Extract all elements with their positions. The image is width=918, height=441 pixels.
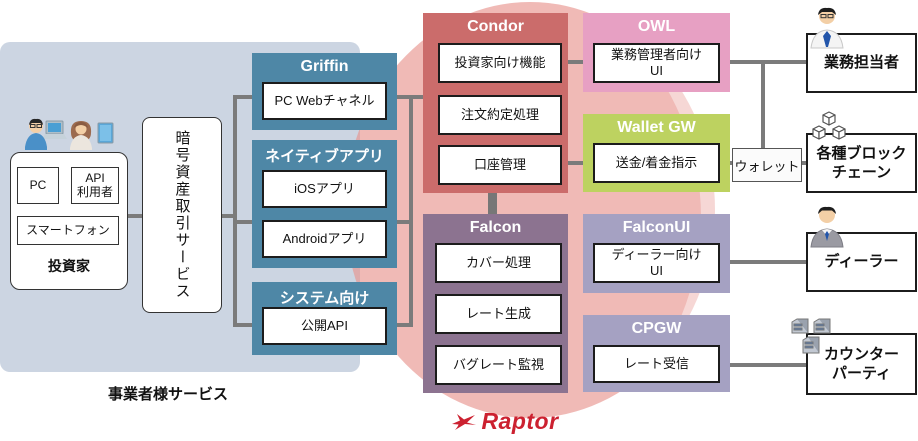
node-account-management: 口座管理 bbox=[438, 145, 562, 185]
node-ios-app: iOSアプリ bbox=[262, 170, 387, 208]
raptor-bird-icon bbox=[452, 413, 477, 430]
connector bbox=[718, 260, 808, 264]
node-android-app: Androidアプリ bbox=[262, 220, 387, 258]
investor-label: 投資家 bbox=[48, 258, 90, 274]
man-with-laptop-icon bbox=[25, 118, 114, 150]
businessman-icon bbox=[810, 7, 844, 49]
node-pc: PC bbox=[17, 167, 59, 204]
group-system: システム向け 公開API bbox=[252, 282, 397, 355]
connector bbox=[387, 95, 425, 99]
node-smartphone: スマートフォン bbox=[17, 216, 119, 245]
connector bbox=[235, 220, 252, 224]
group-falcon: Falcon カバー処理 レート生成 バグレート監視 bbox=[423, 214, 568, 393]
group-griffin: Griffin PC Webチャネル bbox=[252, 53, 397, 130]
wallet-box: ウォレット bbox=[732, 148, 802, 182]
server-buildings-icon bbox=[791, 318, 831, 354]
investor-box: PC API 利用者 スマートフォン 投資家 bbox=[10, 152, 128, 290]
external-dealer: ディーラー bbox=[806, 232, 917, 292]
group-cpgw: CPGW レート受信 bbox=[583, 315, 730, 392]
group-griffin-title: Griffin bbox=[300, 58, 349, 75]
node-investor-functions: 投資家向け機能 bbox=[438, 43, 562, 83]
connector bbox=[233, 95, 237, 327]
group-falcon-ui-title: FalconUI bbox=[622, 219, 691, 236]
connector bbox=[387, 220, 411, 224]
group-falcon-title: Falcon bbox=[469, 219, 522, 236]
connector-condor-falcon bbox=[488, 192, 497, 215]
group-owl: OWL 業務管理者向け UI bbox=[583, 13, 730, 92]
node-public-api: 公開API bbox=[262, 307, 387, 345]
node-rate-reception: レート受信 bbox=[593, 345, 720, 383]
group-owl-title: OWL bbox=[637, 18, 676, 35]
connector bbox=[718, 363, 808, 367]
group-wallet-gw-title: Wallet GW bbox=[617, 119, 696, 136]
connector bbox=[222, 214, 235, 218]
connector bbox=[235, 323, 252, 327]
external-operator: 業務担当者 bbox=[806, 33, 917, 93]
provider-caption: 事業者様サービス bbox=[108, 386, 229, 403]
external-counterparty: カウンター パーティ bbox=[806, 333, 917, 395]
group-system-title: システム向け bbox=[279, 290, 370, 307]
group-condor: Condor 投資家向け機能 注文約定処理 口座管理 bbox=[423, 13, 568, 193]
connector bbox=[128, 214, 142, 218]
group-cpgw-title: CPGW bbox=[631, 320, 682, 337]
connector bbox=[409, 95, 413, 327]
group-native-app-title: ネイティブアプリ bbox=[265, 148, 384, 165]
connector bbox=[387, 323, 411, 327]
group-condor-title: Condor bbox=[467, 18, 524, 35]
node-admin-ui: 業務管理者向け UI bbox=[593, 43, 720, 83]
group-native-app: ネイティブアプリ iOSアプリ Androidアプリ bbox=[252, 140, 397, 268]
group-wallet-gw: Wallet GW 送金/着金指示 bbox=[583, 114, 730, 192]
cubes-icon bbox=[812, 111, 846, 140]
node-pc-web-channel: PC Webチャネル bbox=[262, 82, 387, 120]
raptor-logo: Raptor bbox=[440, 408, 570, 435]
node-api-user: API 利用者 bbox=[71, 167, 119, 204]
connector bbox=[560, 161, 595, 165]
node-order-execution: 注文約定処理 bbox=[438, 95, 562, 135]
connector bbox=[761, 60, 765, 152]
node-cover-processing: カバー処理 bbox=[435, 243, 562, 283]
node-transfer-instruction: 送金/着金指示 bbox=[593, 143, 720, 183]
node-rate-generation: レート生成 bbox=[435, 294, 562, 334]
crypto-service-box: 暗号資産取引サービス bbox=[142, 117, 222, 313]
node-bug-rate-monitoring: バグレート監視 bbox=[435, 345, 562, 385]
node-dealer-ui: ディーラー向け UI bbox=[593, 243, 720, 283]
group-falcon-ui: FalconUI ディーラー向け UI bbox=[583, 214, 730, 293]
connector bbox=[560, 60, 595, 64]
connector bbox=[235, 95, 252, 99]
raptor-logo-text: Raptor bbox=[481, 408, 559, 434]
external-blockchain: 各種ブロック チェーン bbox=[806, 133, 917, 193]
suited-man-icon bbox=[810, 206, 844, 248]
